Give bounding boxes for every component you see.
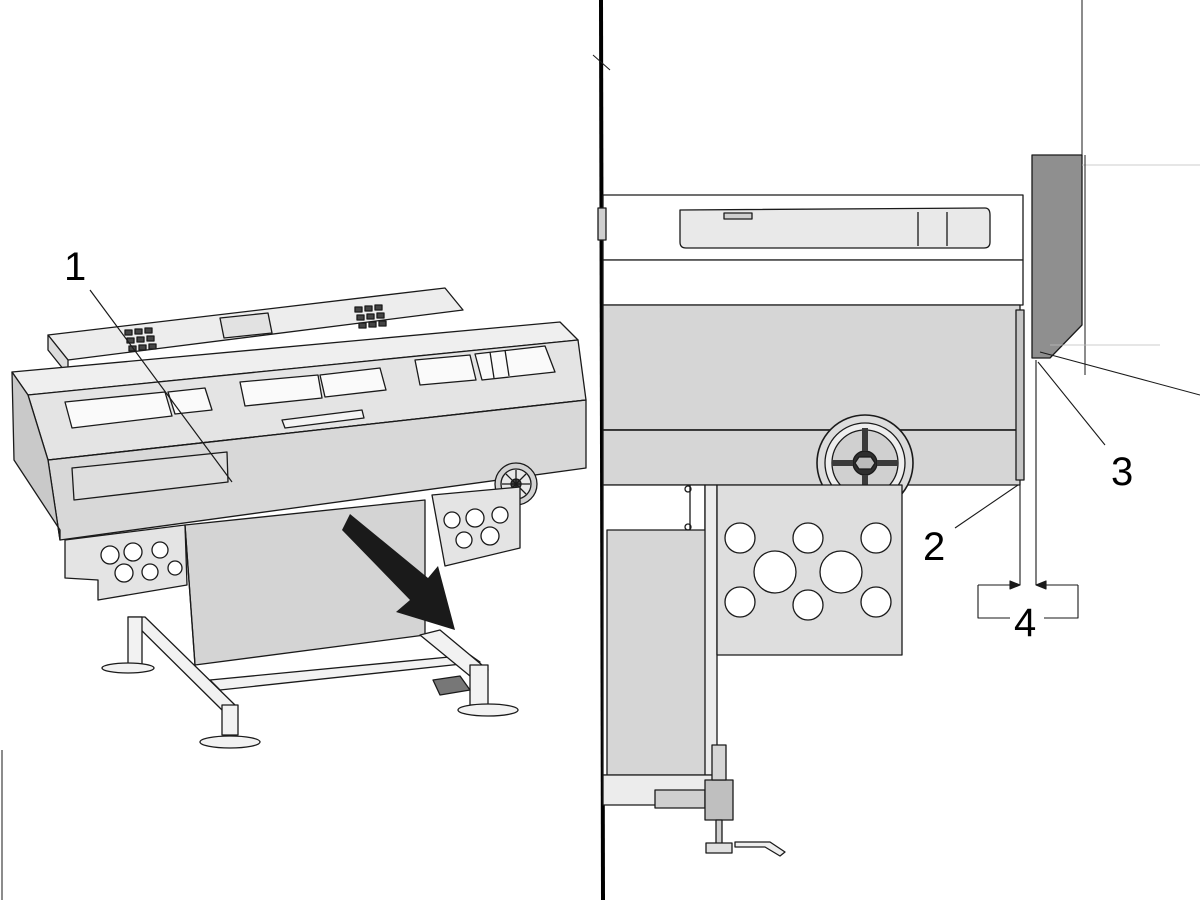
callout-label-4: 4 [1014,601,1036,645]
base-frame [101,616,519,749]
leader-line-1 [89,289,233,483]
base-fittings [602,744,786,857]
leader-line-2 [954,484,1019,529]
adjacent-machine [1031,0,1200,396]
callout-label-3: 3 [1111,450,1133,494]
move-arrow-icon [342,514,455,630]
clearance-dimension [977,360,1079,619]
left-isometric-view [11,287,587,749]
callout-label-1: 1 [64,245,86,289]
top-cap [597,194,1024,261]
hole-plate [716,484,903,656]
callout-label-2: 2 [923,525,945,569]
leader-line-3 [1037,361,1106,446]
lower-housing [602,484,718,776]
mid-band [602,259,1024,306]
rear-top-cover [47,287,464,376]
main-body [602,304,1025,486]
right-end-view [597,0,1200,857]
